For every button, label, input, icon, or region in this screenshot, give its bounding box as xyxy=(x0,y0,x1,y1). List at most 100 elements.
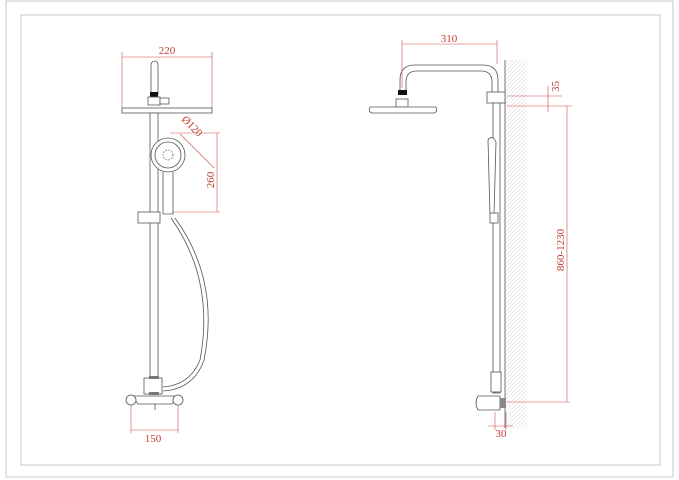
hatch-line xyxy=(504,261,528,285)
hatch-line xyxy=(504,221,528,245)
dim-valve-spacing: 150 xyxy=(145,433,162,445)
dim-height-range: 860-1230 xyxy=(555,228,567,271)
hatch-line xyxy=(504,59,518,73)
hatch-line xyxy=(504,361,528,385)
hatch-line xyxy=(504,65,528,89)
hatch-line xyxy=(504,233,528,257)
wall-bracket xyxy=(486,91,506,104)
hatch-line xyxy=(504,145,528,169)
hatch-line xyxy=(504,213,528,237)
hatch-line xyxy=(504,353,528,377)
hand-shower-side xyxy=(487,137,497,216)
hatch-line xyxy=(504,161,528,185)
side-dimensions: 310 35 860-1230 30 xyxy=(401,33,572,440)
hatch-line xyxy=(504,133,528,157)
overhead-shower-head-side xyxy=(368,106,438,114)
hatch-line xyxy=(504,241,528,265)
dim-head-width: 220 xyxy=(159,45,176,57)
hatch-line xyxy=(504,349,528,373)
riser-pipe-side xyxy=(492,102,501,394)
outer-frame xyxy=(5,0,674,478)
slide-holder-side xyxy=(489,212,499,224)
hatch-line xyxy=(504,249,528,273)
diverter xyxy=(143,377,163,395)
hatch-line xyxy=(504,121,528,145)
hatch-line xyxy=(504,93,528,117)
hatch-line xyxy=(504,97,528,121)
diverter-side xyxy=(490,371,502,393)
hatch-line xyxy=(504,257,528,281)
dim-hand-height: 260 xyxy=(205,171,217,188)
hose xyxy=(162,217,205,388)
hatch-line xyxy=(504,225,528,249)
hatch-line xyxy=(504,59,510,65)
hatch-line xyxy=(504,341,528,365)
hatch-line xyxy=(504,305,528,329)
overhead-shower-head-front xyxy=(121,107,213,114)
arm-bracket xyxy=(159,97,170,105)
valve-handle-side xyxy=(475,395,501,411)
hatch-line xyxy=(504,321,528,345)
hatch-line xyxy=(504,325,528,349)
hatch-line xyxy=(504,173,528,197)
hatch-line xyxy=(504,73,528,97)
inner-frame xyxy=(20,14,661,466)
front-view xyxy=(121,60,213,410)
hatch-line xyxy=(504,285,528,309)
hatch-line xyxy=(504,357,528,381)
hatch-line xyxy=(508,409,528,429)
hatch-line xyxy=(504,153,528,177)
hatch-line xyxy=(504,169,528,193)
hatch-line xyxy=(512,413,528,429)
hatch-line xyxy=(504,185,528,209)
hatch-line xyxy=(504,377,528,401)
hatch-line xyxy=(504,89,528,113)
hatch-line xyxy=(504,129,528,153)
hatch-line xyxy=(504,365,528,389)
hatch-line xyxy=(504,177,528,201)
hatch-line xyxy=(504,301,528,325)
hatch-line xyxy=(504,317,528,341)
hatch-line xyxy=(504,385,528,409)
hatch-line xyxy=(504,289,528,313)
hatch-line xyxy=(504,113,528,137)
arm-joint xyxy=(147,96,161,106)
hatch-line xyxy=(504,333,528,357)
valve-handle-right xyxy=(172,394,184,406)
hatch-line xyxy=(504,209,528,233)
hand-shower-head xyxy=(150,137,186,173)
hatch-line xyxy=(504,269,528,293)
hatch-line xyxy=(504,237,528,261)
shower-arm-front xyxy=(150,60,159,95)
hatch-line xyxy=(504,397,528,421)
hatch-line xyxy=(504,141,528,165)
shower-arm-side xyxy=(399,64,499,95)
front-dimensions: 220 Ø120 260 150 xyxy=(121,45,220,445)
dim-hand-diameter: Ø120 xyxy=(179,114,205,140)
hatch-line xyxy=(504,201,528,225)
hatch-line xyxy=(516,417,528,429)
hatch-line xyxy=(504,77,528,101)
side-view xyxy=(368,59,528,429)
hatch-line xyxy=(504,85,528,109)
hatch-line xyxy=(504,281,528,305)
hatch-line xyxy=(504,69,528,93)
hatch-line xyxy=(504,345,528,369)
hatch-line xyxy=(504,59,514,69)
wall-connector xyxy=(500,398,506,408)
hatch-line xyxy=(504,181,528,205)
hatch-line xyxy=(504,59,526,81)
hatch-line xyxy=(504,313,528,337)
hatch-line xyxy=(504,253,528,277)
hatch-line xyxy=(504,373,528,397)
hatch-line xyxy=(504,273,528,297)
hatch-line xyxy=(504,217,528,241)
hatch-line xyxy=(504,369,528,393)
hatch-line xyxy=(520,421,528,429)
arm-connector-block xyxy=(150,92,158,97)
hatch-line xyxy=(504,405,528,429)
hatch-line xyxy=(504,61,528,85)
hatch-line xyxy=(504,229,528,253)
hand-shower-handle xyxy=(162,172,174,215)
hatch-line xyxy=(504,125,528,149)
